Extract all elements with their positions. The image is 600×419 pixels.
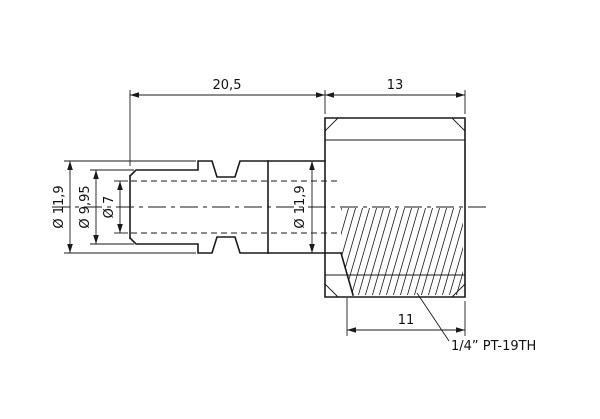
- dimension-dia-outer: Ø 11,9: [52, 160, 196, 254]
- hex-corner-chamfer: [451, 283, 466, 298]
- hidden-bore-lines: [131, 180, 339, 234]
- dim-dia-outer-label: Ø 11,9: [52, 185, 67, 228]
- dim-dia-bore-label: Ø 7: [102, 196, 117, 219]
- plug-outline: [128, 160, 326, 254]
- dim-dia-tip-label: Ø 9,95: [78, 185, 93, 228]
- thread-spec-label: 1/4” PT-19TH: [451, 339, 536, 354]
- hex-corner-chamfer: [324, 283, 339, 298]
- dim-hex-length-label: 13: [387, 78, 404, 93]
- dim-dia-body-label: Ø 11,9: [293, 185, 308, 228]
- dim-plug-length-label: 20,5: [213, 78, 242, 93]
- hex-corner-chamfer: [324, 117, 339, 132]
- thread-chamfer-line: [340, 252, 354, 296]
- dimension-dia-body: Ø 11,9: [293, 161, 315, 253]
- dimension-dia-tip: Ø 9,95: [78, 169, 134, 245]
- hex-body-outline: [324, 117, 466, 298]
- dimension-dia-bore: Ø 7: [102, 180, 128, 234]
- hex-corner-chamfer: [451, 117, 466, 132]
- dim-thread-length-label: 11: [398, 313, 415, 328]
- thread-spec-note: 1/4” PT-19TH: [416, 292, 536, 354]
- thread-hatch-lines: [341, 208, 463, 295]
- dimension-top-lengths: 20,5 13: [129, 78, 466, 166]
- thread-section: [324, 208, 463, 296]
- leader-line: [416, 292, 450, 342]
- dimension-thread-length: 11: [346, 298, 466, 336]
